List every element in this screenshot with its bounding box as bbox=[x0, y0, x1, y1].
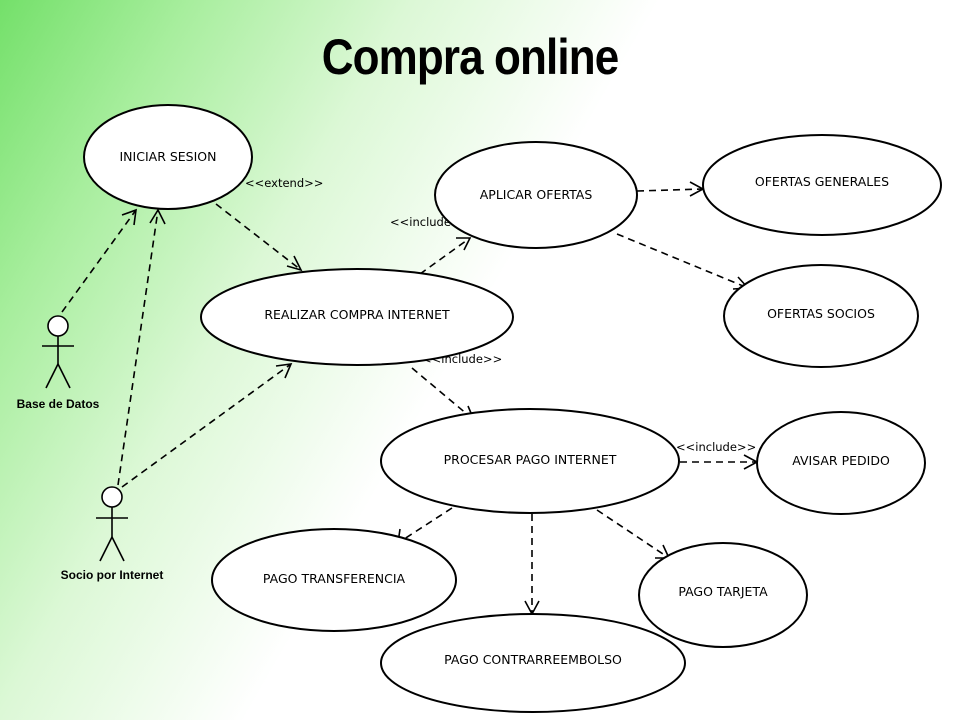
connector-procesar-to-pago-contrarreembolso bbox=[524, 514, 540, 616]
use-case-label: OFERTAS GENERALES bbox=[755, 174, 889, 189]
use-case-iniciar-sesion[interactable]: INICIAR SESION bbox=[83, 104, 253, 210]
connector-aplicar-to-ofertas-socios bbox=[616, 233, 750, 290]
use-case-ofertas-socios[interactable]: OFERTAS SOCIOS bbox=[723, 264, 919, 368]
use-case-label: PROCESAR PAGO INTERNET bbox=[444, 452, 617, 467]
connector-socio-to-realizar-compra bbox=[121, 363, 293, 488]
use-case-avisar-pedido[interactable]: AVISAR PEDIDO bbox=[756, 411, 926, 515]
use-case-realizar-compra[interactable]: REALIZAR COMPRA INTERNET bbox=[200, 268, 514, 366]
connector-db-to-iniciar-sesion bbox=[61, 208, 137, 313]
use-case-label: OFERTAS SOCIOS bbox=[767, 306, 875, 321]
connector-procesar-to-pago-tarjeta bbox=[596, 509, 671, 559]
use-case-pago-transferencia[interactable]: PAGO TRANSFERENCIA bbox=[211, 528, 457, 632]
actor-label-socio-por-internet: Socio por Internet bbox=[61, 568, 164, 582]
connector-procesar-to-avisar-include bbox=[680, 454, 759, 470]
slide-title: Compra online bbox=[321, 29, 619, 85]
use-case-pago-tarjeta[interactable]: PAGO TARJETA bbox=[638, 542, 808, 648]
use-case-label: AVISAR PEDIDO bbox=[792, 453, 890, 468]
use-case-label: PAGO CONTRARREEMBOLSO bbox=[444, 652, 622, 667]
actor-label-base-de-datos: Base de Datos bbox=[17, 397, 100, 411]
connector-iniciar-to-realizar-extend bbox=[215, 203, 303, 272]
connector-realizar-to-procesar-include bbox=[411, 367, 476, 422]
extend-label: <<extend>> bbox=[245, 176, 323, 190]
actor-base-de-datos[interactable] bbox=[42, 315, 74, 389]
connector-realizar-to-aplicar-include bbox=[419, 237, 472, 275]
use-case-label: PAGO TARJETA bbox=[678, 584, 768, 599]
use-case-procesar-pago[interactable]: PROCESAR PAGO INTERNET bbox=[380, 408, 680, 514]
connector-socio-to-iniciar-sesion bbox=[117, 208, 166, 486]
use-case-pago-contrarreembolso[interactable]: PAGO CONTRARREEMBOLSO bbox=[380, 613, 686, 713]
use-case-label: INICIAR SESION bbox=[120, 149, 217, 164]
include-label-avisar: <<include>> bbox=[676, 440, 756, 454]
use-case-ofertas-generales[interactable]: OFERTAS GENERALES bbox=[702, 134, 942, 236]
connector-aplicar-to-ofertas-generales bbox=[636, 181, 705, 197]
use-case-label: REALIZAR COMPRA INTERNET bbox=[264, 307, 450, 322]
use-case-label: PAGO TRANSFERENCIA bbox=[263, 571, 406, 586]
actor-socio-por-internet[interactable] bbox=[96, 486, 128, 562]
use-case-label: APLICAR OFERTAS bbox=[480, 187, 593, 202]
use-case-aplicar-ofertas[interactable]: APLICAR OFERTAS bbox=[434, 141, 638, 249]
